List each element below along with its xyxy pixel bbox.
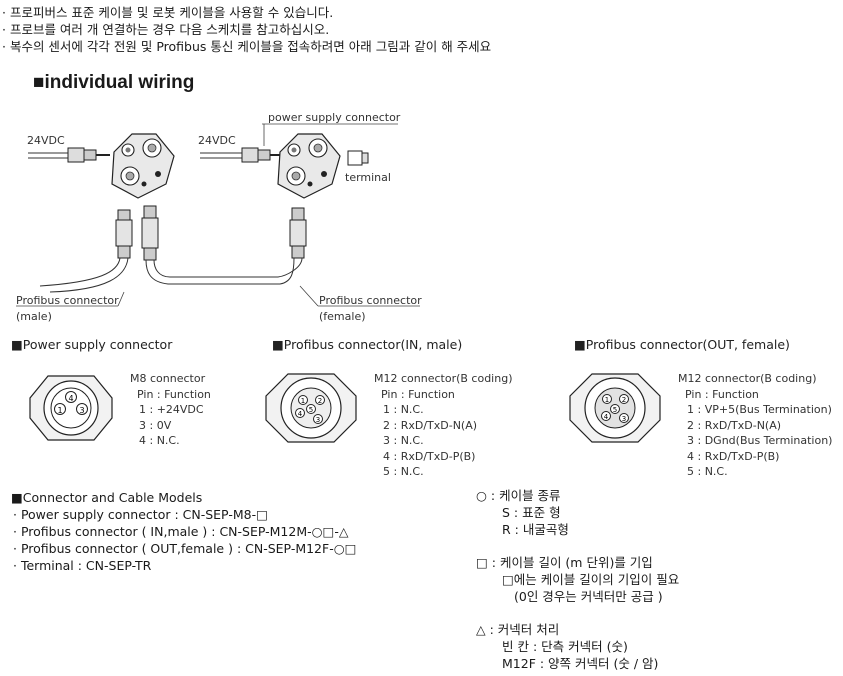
- legend-triangle-item: 빈 칸 : 단측 커넥터 (숫): [502, 639, 628, 654]
- m12f-pin-row: 2 : RxD/TxD-N(A): [687, 418, 782, 432]
- terminal-icon: [347, 150, 369, 166]
- profibus-cables: [39, 257, 303, 293]
- left-voltage-label: 24VDC: [27, 134, 65, 147]
- right-sensor-body: [277, 133, 341, 199]
- m8-pin-row: 4 : N.C.: [139, 434, 180, 447]
- m12m-title: M12 connector(B coding): [374, 372, 513, 385]
- m8-pin-header: Pin : Function: [137, 387, 211, 401]
- m8-pin-3: 3: [79, 406, 84, 415]
- section-title: ■individual wiring: [33, 72, 195, 93]
- note-1: · 프로피버스 표준 케이블 및 로봇 케이블을 사용할 수 있습니다.: [2, 5, 334, 20]
- power-connector-heading: ■Power supply connector: [11, 337, 173, 352]
- m12f-title: M12 connector(B coding): [678, 372, 817, 385]
- profibus-out-heading: ■Profibus connector(OUT, female): [574, 337, 790, 352]
- m12m-pin-5: 5: [309, 406, 313, 414]
- m12f-pin-row: 1 : VP+5(Bus Termination): [687, 403, 832, 416]
- legend-circle-title: ○ : 케이블 종류: [476, 488, 561, 503]
- model-item: · Terminal : CN-SEP-TR: [13, 558, 152, 573]
- m8-title: M8 connector: [130, 372, 206, 385]
- legend-cable-type: ○ : 케이블 종류 S : 표준 형 R : 내굴곡형: [476, 487, 569, 538]
- profibus-male-connector: [115, 209, 133, 259]
- m8-pin-1: 1: [57, 406, 62, 415]
- legend-square-title: □ : 케이블 길이 (m 단위)를 기입: [476, 555, 653, 570]
- m12m-pin-4: 4: [298, 410, 303, 418]
- m12f-pin-row: 3 : DGnd(Bus Termination): [687, 434, 833, 447]
- m12m-pin-row: 4 : RxD/TxD-P(B): [383, 449, 476, 463]
- m12f-pin-2: 2: [622, 396, 626, 404]
- legend-circle-item: S : 표준 형: [502, 505, 561, 520]
- m12f-pin-5: 5: [613, 406, 617, 414]
- legend-cable-length: □ : 케이블 길이 (m 단위)를 기입 □에는 케이블 길이의 기입이 필요…: [476, 554, 679, 605]
- m12-female-connector-face: [569, 373, 661, 443]
- legend-square-item: (0인 경우는 커넥터만 공급 ): [514, 589, 663, 604]
- profibus-female-sub: (female): [319, 310, 366, 323]
- legend-circle-item: R : 내굴곡형: [502, 522, 569, 537]
- profibus-male-sub: (male): [16, 310, 52, 323]
- models-section: ■Connector and Cable Models · Power supp…: [11, 489, 356, 574]
- m8-pin-row: 3 : 0V: [139, 418, 172, 432]
- models-heading: ■Connector and Cable Models: [11, 490, 203, 505]
- note-2: · 프로브를 여러 개 연결하는 경우 다음 스케치를 참고하십시오.: [2, 22, 330, 37]
- legend-square-item: □에는 케이블 길이의 기입이 필요: [502, 572, 680, 587]
- note-3: · 복수의 센서에 각각 전원 및 Profibus 통신 케이블을 접속하려면…: [2, 39, 492, 54]
- m8-pin-table: M8 connector Pin : Function 1 : +24VDC 3…: [130, 371, 211, 449]
- m12f-pin-header: Pin : Function: [685, 387, 759, 401]
- model-item: · Profibus connector ( IN,male ) : CN-SE…: [13, 524, 349, 539]
- m12-female-pin-table: M12 connector(B coding) Pin : Function 1…: [678, 371, 832, 480]
- m12m-pin-header: Pin : Function: [381, 387, 455, 401]
- m12f-pin-row: 4 : RxD/TxD-P(B): [687, 449, 780, 463]
- m12m-pin-row: 5 : N.C.: [383, 465, 424, 478]
- model-item: · Profibus connector ( OUT,female ) : CN…: [13, 541, 357, 556]
- left-sensor-body: [111, 133, 175, 199]
- m12m-pin-3: 3: [316, 416, 320, 424]
- legend-triangle-title: △ : 커넥터 처리: [476, 622, 560, 637]
- left-power-lead: [28, 147, 110, 163]
- m8-connector-face: [29, 375, 113, 441]
- m12m-pin-row: 2 : RxD/TxD-N(A): [383, 418, 478, 432]
- profibus-female-label: Profibus connector: [319, 294, 422, 307]
- profibus-inout-connector: [141, 205, 159, 261]
- m12f-pin-3: 3: [622, 415, 626, 423]
- m12f-pin-1: 1: [605, 396, 609, 404]
- profibus-male-label: Profibus connector: [16, 294, 119, 307]
- power-supply-connector-label: power supply connector: [268, 111, 401, 124]
- legend-triangle-item: M12F : 양쪽 커넥터 (숫 / 암): [502, 656, 659, 671]
- m12m-pin-row: 1 : N.C.: [383, 403, 424, 416]
- m12m-pin-2: 2: [318, 397, 322, 405]
- m12f-pin-4: 4: [604, 413, 609, 421]
- m12m-pin-1: 1: [301, 397, 305, 405]
- profibus-female-connector: [289, 207, 307, 259]
- m8-pin-row: 1 : +24VDC: [139, 403, 204, 416]
- m12-male-connector-face: [265, 373, 357, 443]
- terminal-label: terminal: [345, 171, 391, 184]
- profibus-in-heading: ■Profibus connector(IN, male): [272, 337, 463, 352]
- m12m-pin-row: 3 : N.C.: [383, 434, 424, 447]
- m12-male-pin-table: M12 connector(B coding) Pin : Function 1…: [374, 371, 512, 480]
- m8-pin-4: 4: [68, 394, 73, 403]
- model-item: · Power supply connector : CN-SEP-M8-□: [13, 507, 268, 522]
- right-voltage-label: 24VDC: [198, 134, 236, 147]
- m12f-pin-row: 5 : N.C.: [687, 465, 728, 478]
- legend-connector-treatment: △ : 커넥터 처리 빈 칸 : 단측 커넥터 (숫) M12F : 양쪽 커넥…: [476, 621, 658, 672]
